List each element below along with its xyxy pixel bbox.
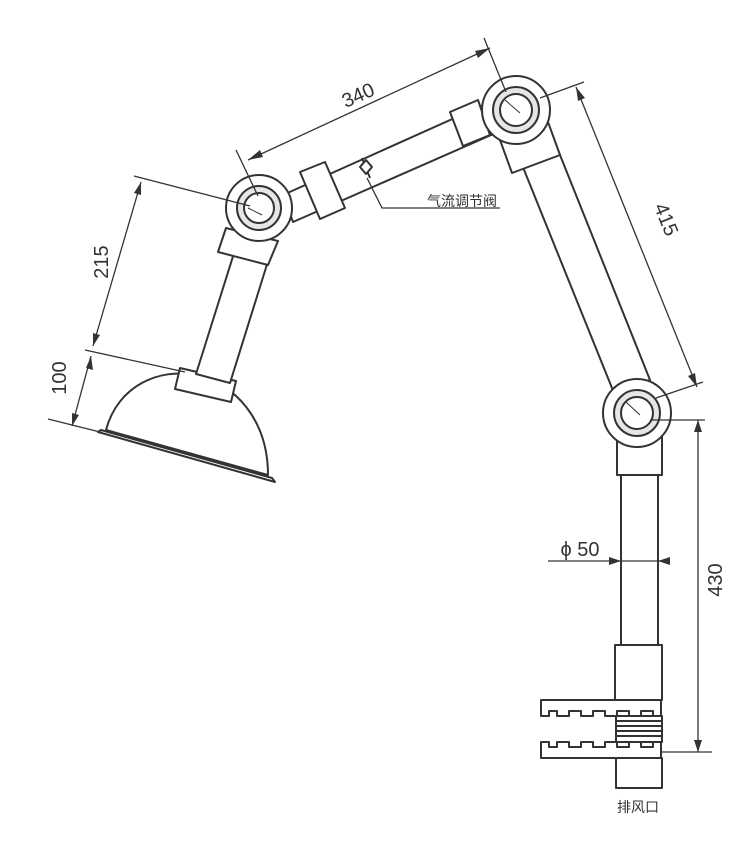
dimension-215	[84, 175, 251, 373]
arrow-100-bottom	[72, 413, 79, 426]
vertical-pipe	[614, 424, 663, 701]
exhaust-outlet-label: 排风口	[617, 800, 659, 816]
dimension-430	[650, 419, 712, 753]
arrow-340-right	[475, 48, 490, 58]
valve-leader	[366, 177, 500, 209]
suction-hood	[97, 367, 276, 483]
dimension-label-340: 340	[339, 79, 378, 113]
dimension-label-215: 215	[91, 245, 113, 278]
dimension-label-100: 100	[49, 361, 71, 394]
arrow-415-bottom	[688, 373, 697, 387]
table-clamp	[540, 699, 663, 789]
right-arm	[499, 119, 651, 394]
arrow-phi50-right	[658, 557, 670, 565]
airflow-valve-label: 气流调节阀	[427, 194, 497, 210]
arrow-215-bottom	[93, 333, 100, 346]
dimension-label-430: 430	[705, 563, 727, 596]
arrow-340-left	[248, 150, 263, 160]
dimension-label-415: 415	[649, 200, 682, 239]
arrow-215-top	[134, 182, 141, 195]
arrow-430-top	[694, 420, 702, 432]
pipe-diameter-label: ϕ 50	[560, 539, 599, 561]
joint-bottom	[602, 378, 672, 448]
joint-top	[481, 75, 551, 145]
upper-arm	[282, 99, 499, 223]
joint-left	[225, 174, 293, 242]
arrow-100-top	[86, 356, 93, 370]
arrow-415-top	[576, 87, 585, 101]
arrow-430-bottom	[694, 740, 702, 752]
arrow-phi50-left	[609, 557, 621, 565]
left-arm	[195, 227, 279, 384]
dimension-340	[235, 37, 507, 197]
